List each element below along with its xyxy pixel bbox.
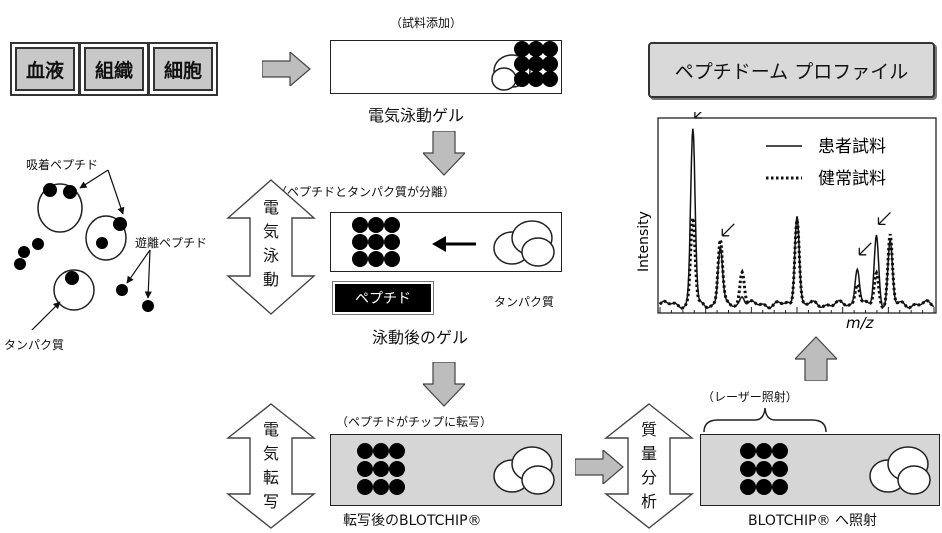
protein-blob-gel2	[493, 220, 555, 267]
electrophoresis-label: 電気 泳動	[262, 198, 279, 289]
gel1-label: 電気泳動ゲル	[368, 106, 465, 125]
peak-arrows	[694, 112, 891, 256]
laser-bracket	[703, 407, 827, 433]
legend-healthy: 健常試料	[818, 169, 886, 189]
protein-label: タンパク質	[494, 295, 555, 309]
flow-arrow-down-1	[423, 131, 465, 176]
transfer-double-arrow	[226, 403, 316, 529]
sample-add-label: （試料添加）	[390, 16, 463, 30]
peptide-band-gel2	[352, 217, 400, 267]
flow-arrow-down-2	[423, 362, 465, 407]
chip2-label: BLOTCHIP® へ照射	[748, 513, 877, 529]
series-patient-line	[659, 128, 935, 309]
separation-label: （ペプチドとタンパク質が分離）	[275, 185, 456, 199]
peak-arrow	[721, 223, 735, 237]
protein-blob-chip1	[493, 446, 555, 495]
y-axis-label: Intensity	[636, 211, 652, 272]
flow-arrow-right	[262, 52, 311, 86]
transfer-note-label: （ペプチドがチップに転写）	[336, 415, 493, 429]
peptide-protein-illustration	[14, 169, 154, 330]
laser-label: （レーザー照射）	[702, 390, 798, 404]
chart-frame	[657, 117, 937, 314]
migration-arrow	[432, 236, 476, 252]
peptide-band-chip2	[740, 443, 788, 495]
chip1-label: 転写後のBLOTCHIP®	[343, 513, 482, 529]
peak-arrow	[877, 211, 891, 226]
peak-arrow	[858, 242, 872, 256]
mass-analysis-label: 質量 分析	[640, 420, 657, 511]
peptide-band-chip1	[357, 443, 405, 495]
transfer-label: 電気 転写	[262, 420, 279, 511]
sample-blob-gel1	[491, 41, 558, 91]
legend-patient: 患者試料	[818, 137, 886, 157]
peptide-tag: ペプチド	[335, 284, 431, 312]
x-axis-label: m/z	[846, 314, 875, 332]
free-peptide-label: 遊離ペプチド	[135, 236, 208, 250]
sample-tissue: 組織	[79, 42, 149, 96]
sample-blood: 血液	[10, 42, 80, 96]
peptidome-profile-title: ペプチドーム プロファイル	[648, 42, 935, 98]
peak-arrow	[694, 112, 702, 119]
protein-left-label: タンパク質	[4, 338, 65, 352]
protein-blob-chip2	[869, 446, 931, 495]
sample-cell: 細胞	[148, 42, 218, 96]
electrophoresis-double-arrow	[226, 179, 316, 315]
mass-analysis-double-arrow	[604, 403, 694, 529]
gel2-label: 泳動後のゲル	[372, 328, 469, 347]
flow-arrow-right-2	[575, 450, 624, 484]
peptidome-chart: 患者試料 健常試料 Intensity m/z	[636, 112, 937, 332]
flow-arrow-up	[795, 336, 837, 381]
adsorbed-peptide-label: 吸着ペプチド	[26, 158, 99, 172]
